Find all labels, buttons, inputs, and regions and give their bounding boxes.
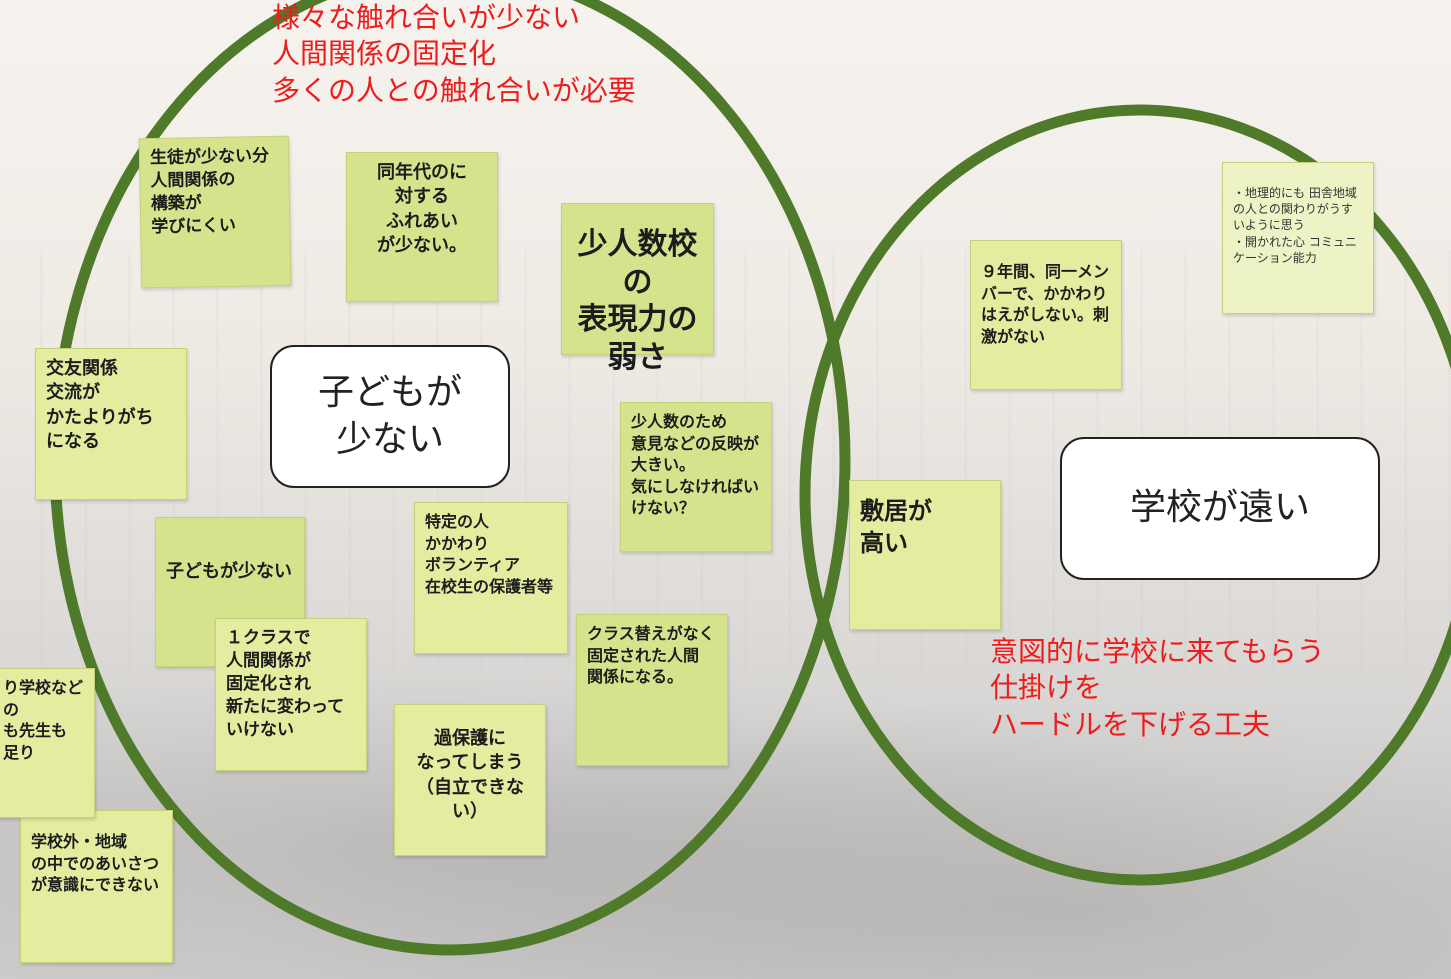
right-footer-line: 仕掛けを	[990, 671, 1103, 705]
sticky-note-partial: り学校などの も先生も 足り	[0, 668, 95, 818]
sticky-note: 同年代のに 対する ふれあい が少ない。	[346, 152, 498, 302]
sticky-note: 少人数校の 表現力の弱さ	[561, 203, 714, 375]
sticky-note: 学校外・地域 の中でのあいさつ が意識にできない	[20, 810, 173, 963]
right-footer: 意図的に学校に来てもらう 仕掛けを ハードルを下げる工夫	[990, 634, 1325, 743]
sticky-note: 少人数のため 意見などの反映が 大きい。 気にしなければいけない？	[620, 402, 772, 552]
left-heading: 様々な触れ合いが少ない 人間関係の固定化 多くの人との触れ合いが必要	[272, 0, 636, 109]
sticky-note: クラス替えがなく 固定された人間 関係になる。	[576, 614, 728, 766]
right-footer-line: ハードルを下げる工夫	[990, 707, 1271, 741]
sticky-note: 敷居が 高い	[849, 480, 1001, 630]
left-group-label: 子どもが 少ない	[270, 345, 510, 488]
left-heading-line: 多くの人との触れ合いが必要	[272, 73, 636, 107]
right-footer-line: 意図的に学校に来てもらう	[990, 635, 1325, 668]
sticky-note: ９年間、同一メンバーで、かかわりはえがしない。刺激がない	[970, 240, 1122, 390]
sticky-note: ・地理的にも 田舎地域の人との関わりがうすいように思う ・開かれた心 コミュニケ…	[1222, 162, 1374, 314]
left-heading-line: 様々な触れ合いが少ない	[272, 1, 581, 34]
sticky-note: １クラスで 人間関係が 固定化され 新たに変わっていけない	[215, 618, 367, 771]
sticky-note: 生徒が少ない分 人間関係の 構築が 学びにくい	[138, 135, 292, 289]
sticky-note: 特定の人 かかわり ボランティア 在校生の保護者等	[414, 502, 568, 654]
sticky-note: 交友関係 交流が かたよりがち になる	[35, 348, 187, 500]
sticky-note: 過保護に なってしまう （自立できない）	[394, 704, 546, 856]
right-group-label: 学校が遠い	[1060, 437, 1380, 580]
left-heading-line: 人間関係の固定化	[272, 37, 497, 71]
right-oval	[799, 104, 1451, 886]
